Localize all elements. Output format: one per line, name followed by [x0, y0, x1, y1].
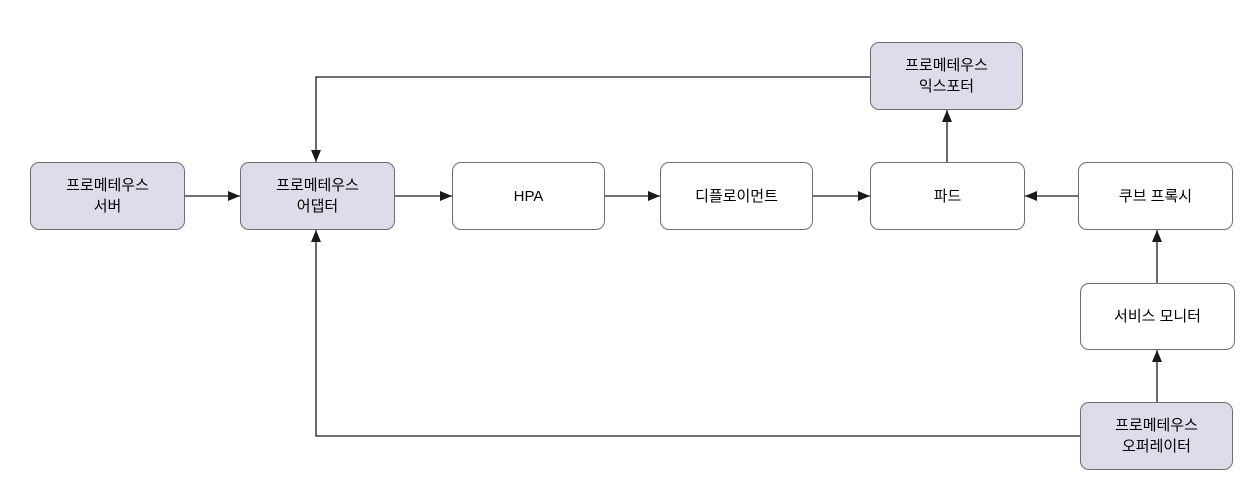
node-prometheus-adapter: 프로메테우스 어댑터 [240, 162, 395, 230]
node-hpa-label: HPA [513, 187, 544, 205]
node-service-monitor-label: 서비스 모니터 [1114, 308, 1201, 325]
node-hpa: HPA [452, 162, 605, 230]
node-prometheus-adapter-label: 프로메테우스 어댑터 [276, 177, 359, 215]
node-pod-label: 파드 [933, 187, 962, 205]
arrow-exporter-to-adapter [311, 76, 870, 162]
node-prometheus-server: 프로메테우스 서버 [30, 162, 185, 230]
node-prometheus-server-label: 프로메테우스 서버 [66, 177, 149, 215]
node-pod: 파드 [870, 162, 1025, 230]
node-service-monitor: 서비스 모니터 [1080, 283, 1235, 350]
arrow-operator-to-adapter [311, 230, 1080, 437]
node-prometheus-exporter-label: 프로메테우스 익스포터 [905, 57, 988, 95]
node-prometheus-exporter: 프로메테우스 익스포터 [870, 42, 1023, 110]
node-kube-proxy: 쿠브 프록시 [1078, 162, 1233, 230]
node-prometheus-operator-label: 프로메테우스 오퍼레이터 [1115, 417, 1198, 455]
node-prometheus-operator: 프로메테우스 오퍼레이터 [1080, 402, 1233, 470]
node-deployment: 디플로이먼트 [660, 162, 813, 230]
node-deployment-label: 디플로이먼트 [695, 187, 778, 205]
node-kube-proxy-label: 쿠브 프록시 [1118, 187, 1193, 205]
